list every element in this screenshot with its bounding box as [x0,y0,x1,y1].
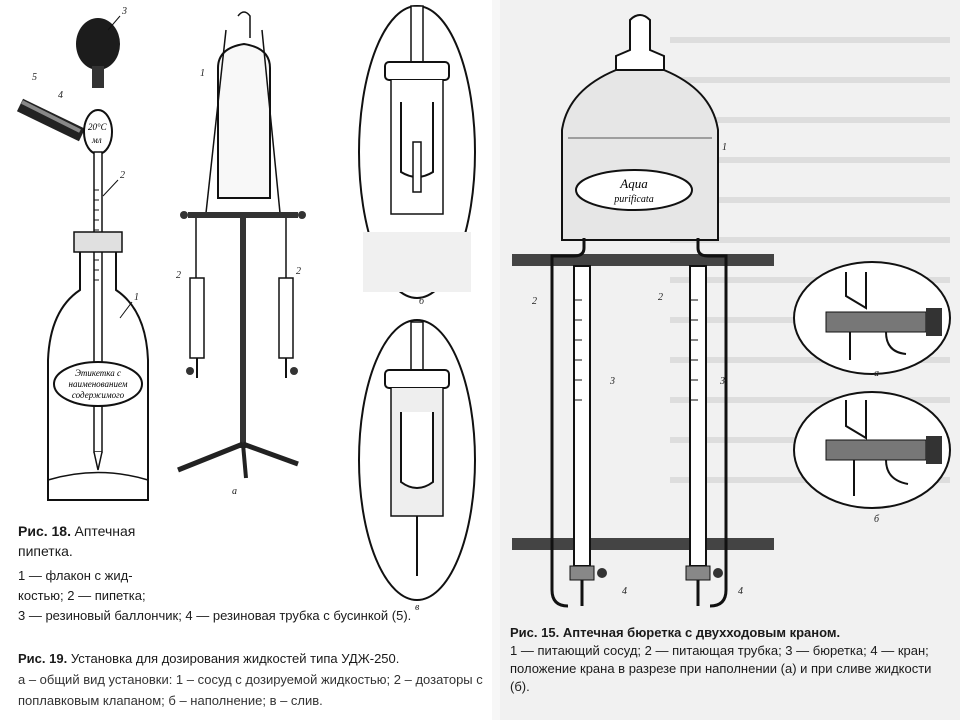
left-book-page: 20°С мл Этикетка с наименованием содержи… [16,5,488,711]
right-book-page: Aqua purificata 1 2 2 3 3 4 4 [500,0,960,720]
label-mark-15-3-right: 3 [719,376,725,387]
figure-15-legend: 1 — питающий сосуд; 2 — питающая трубка;… [510,643,932,694]
figure-18-title: Аптечная пипетка. [18,523,136,559]
label-mark-19-2-left: 2 [176,270,181,281]
figure-15-title: Аптечная бюретка с двухходовым краном. [562,625,841,640]
bottle-label-line-1: Aqua [619,176,648,191]
label-mark-15-b: б [874,514,880,525]
label-mark-15-2-right: 2 [658,292,663,303]
label-mark-19-v: в [415,602,420,613]
bottle-label-line-2: purificata [613,194,653,205]
label-mark-15-4-right: 4 [738,586,743,597]
rubber-bulb-icon [76,18,120,70]
figure-19-title: Установка для дозирования жидкостей типа… [70,651,400,666]
label-mark-19-1: 1 [200,68,205,79]
figure-15b-stopcock-draining-detail: б [793,391,951,525]
figure-19-caption: Рис. 19. Установка для дозирования жидко… [18,648,488,711]
figure-15-number: Рис. 15. [510,625,560,640]
figure-18-number: Рис. 18. [18,523,71,539]
flask-label-line-1: Этикетка с [75,368,121,378]
label-mark-19-b: б [419,296,425,307]
book-gutter [492,0,500,720]
figure-18-pipette-drawing: 20°С мл Этикетка с наименованием содержи… [16,6,149,501]
label-mark-15-4-left: 4 [622,586,627,597]
label-mark-1: 1 [134,292,139,303]
label-mark-15-2-left: 2 [532,296,537,307]
pipette-temperature-mark: 20°С [88,122,108,132]
label-mark-15-3-left: 3 [609,376,615,387]
figure-19a-apparatus-drawing: 1 2 2 а [176,11,306,497]
label-mark-19-a: а [232,486,237,497]
pipette-unit-mark: мл [91,135,102,145]
label-mark-15-a: а [874,368,879,379]
label-mark-5: 5 [32,72,37,83]
figure-18-caption: Рис. 18. Аптечная пипетка. [18,522,168,562]
figure-19c-draining-detail: в [358,319,476,613]
label-mark-15-1: 1 [722,142,727,153]
label-mark-4: 4 [58,90,63,101]
flask-label-line-2: наименованием [69,379,128,389]
figure-19-legend: а – общий вид установки: 1 – сосуд с доз… [18,672,483,708]
label-mark-2: 2 [120,170,125,181]
figure-18-legend-line-1: 1 — флакон с жид- [18,568,133,583]
figure-18-legend: 1 — флакон с жид- костью; 2 — пипетка; 3… [18,566,478,626]
figure-19-number: Рис. 19. [18,651,68,666]
flask-label-line-3: содержимого [72,390,125,400]
label-mark-3: 3 [121,6,127,17]
figure-18-legend-line-2: костью; 2 — пипетка; [18,588,146,603]
feeding-vessel-outline [561,69,719,241]
figure-19b-filling-detail: б [358,5,476,307]
figure-18-legend-line-3: 3 — резиновый баллончик; 4 — резиновая т… [18,608,412,623]
figure-15-caption: Рис. 15. Аптечная бюретка с двухходовым … [510,624,952,696]
figure-15-burette-drawing: Aqua purificata 1 2 2 3 3 4 4 [512,14,774,608]
dosing-vessel-outline [217,42,271,199]
label-mark-19-2-right: 2 [296,266,301,277]
figure-15a-stopcock-filling-detail: а [793,261,951,379]
